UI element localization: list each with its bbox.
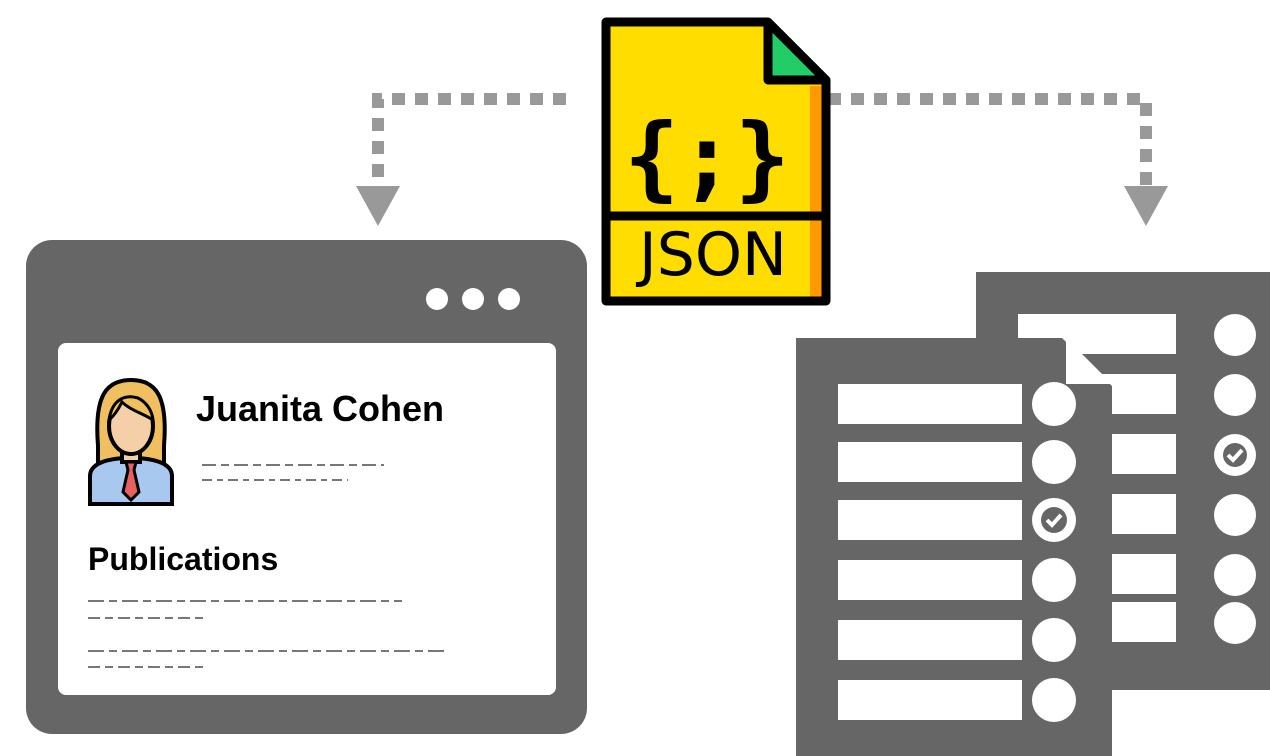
arrow-head-right [1124, 186, 1168, 226]
radio-option [1214, 314, 1256, 356]
radio-option [1214, 374, 1256, 416]
radio-option [1032, 382, 1076, 426]
check-icon [1041, 507, 1067, 533]
arrow-to-profile [372, 93, 566, 185]
window-dot [426, 288, 448, 310]
radio-option [1032, 678, 1076, 722]
arrow-head-left [356, 186, 400, 226]
form-field [838, 384, 1022, 424]
radio-option-checked [1032, 498, 1076, 542]
form-field [838, 500, 1022, 540]
section-title: Publications [88, 541, 279, 577]
radio-option [1214, 494, 1256, 536]
person-avatar-icon [86, 376, 176, 508]
json-label: JSON [639, 220, 787, 290]
form-field [838, 620, 1022, 660]
radio-option [1032, 558, 1076, 602]
svg-text:{;}: {;} [624, 104, 790, 211]
radio-option [1032, 440, 1076, 484]
form-field [838, 680, 1022, 720]
window-dot [462, 288, 484, 310]
check-icon [1223, 443, 1247, 467]
radio-option [1214, 602, 1256, 644]
radio-option [1214, 554, 1256, 596]
person-name: Juanita Cohen [196, 388, 445, 429]
radio-option [1032, 618, 1076, 662]
form-field [838, 560, 1022, 600]
radio-option-checked [1214, 434, 1256, 476]
window-dot [498, 288, 520, 310]
checklist-form-front [796, 338, 1112, 756]
form-field [838, 442, 1022, 482]
arrow-to-forms [828, 93, 1152, 185]
json-file-icon: {;} [596, 14, 836, 309]
